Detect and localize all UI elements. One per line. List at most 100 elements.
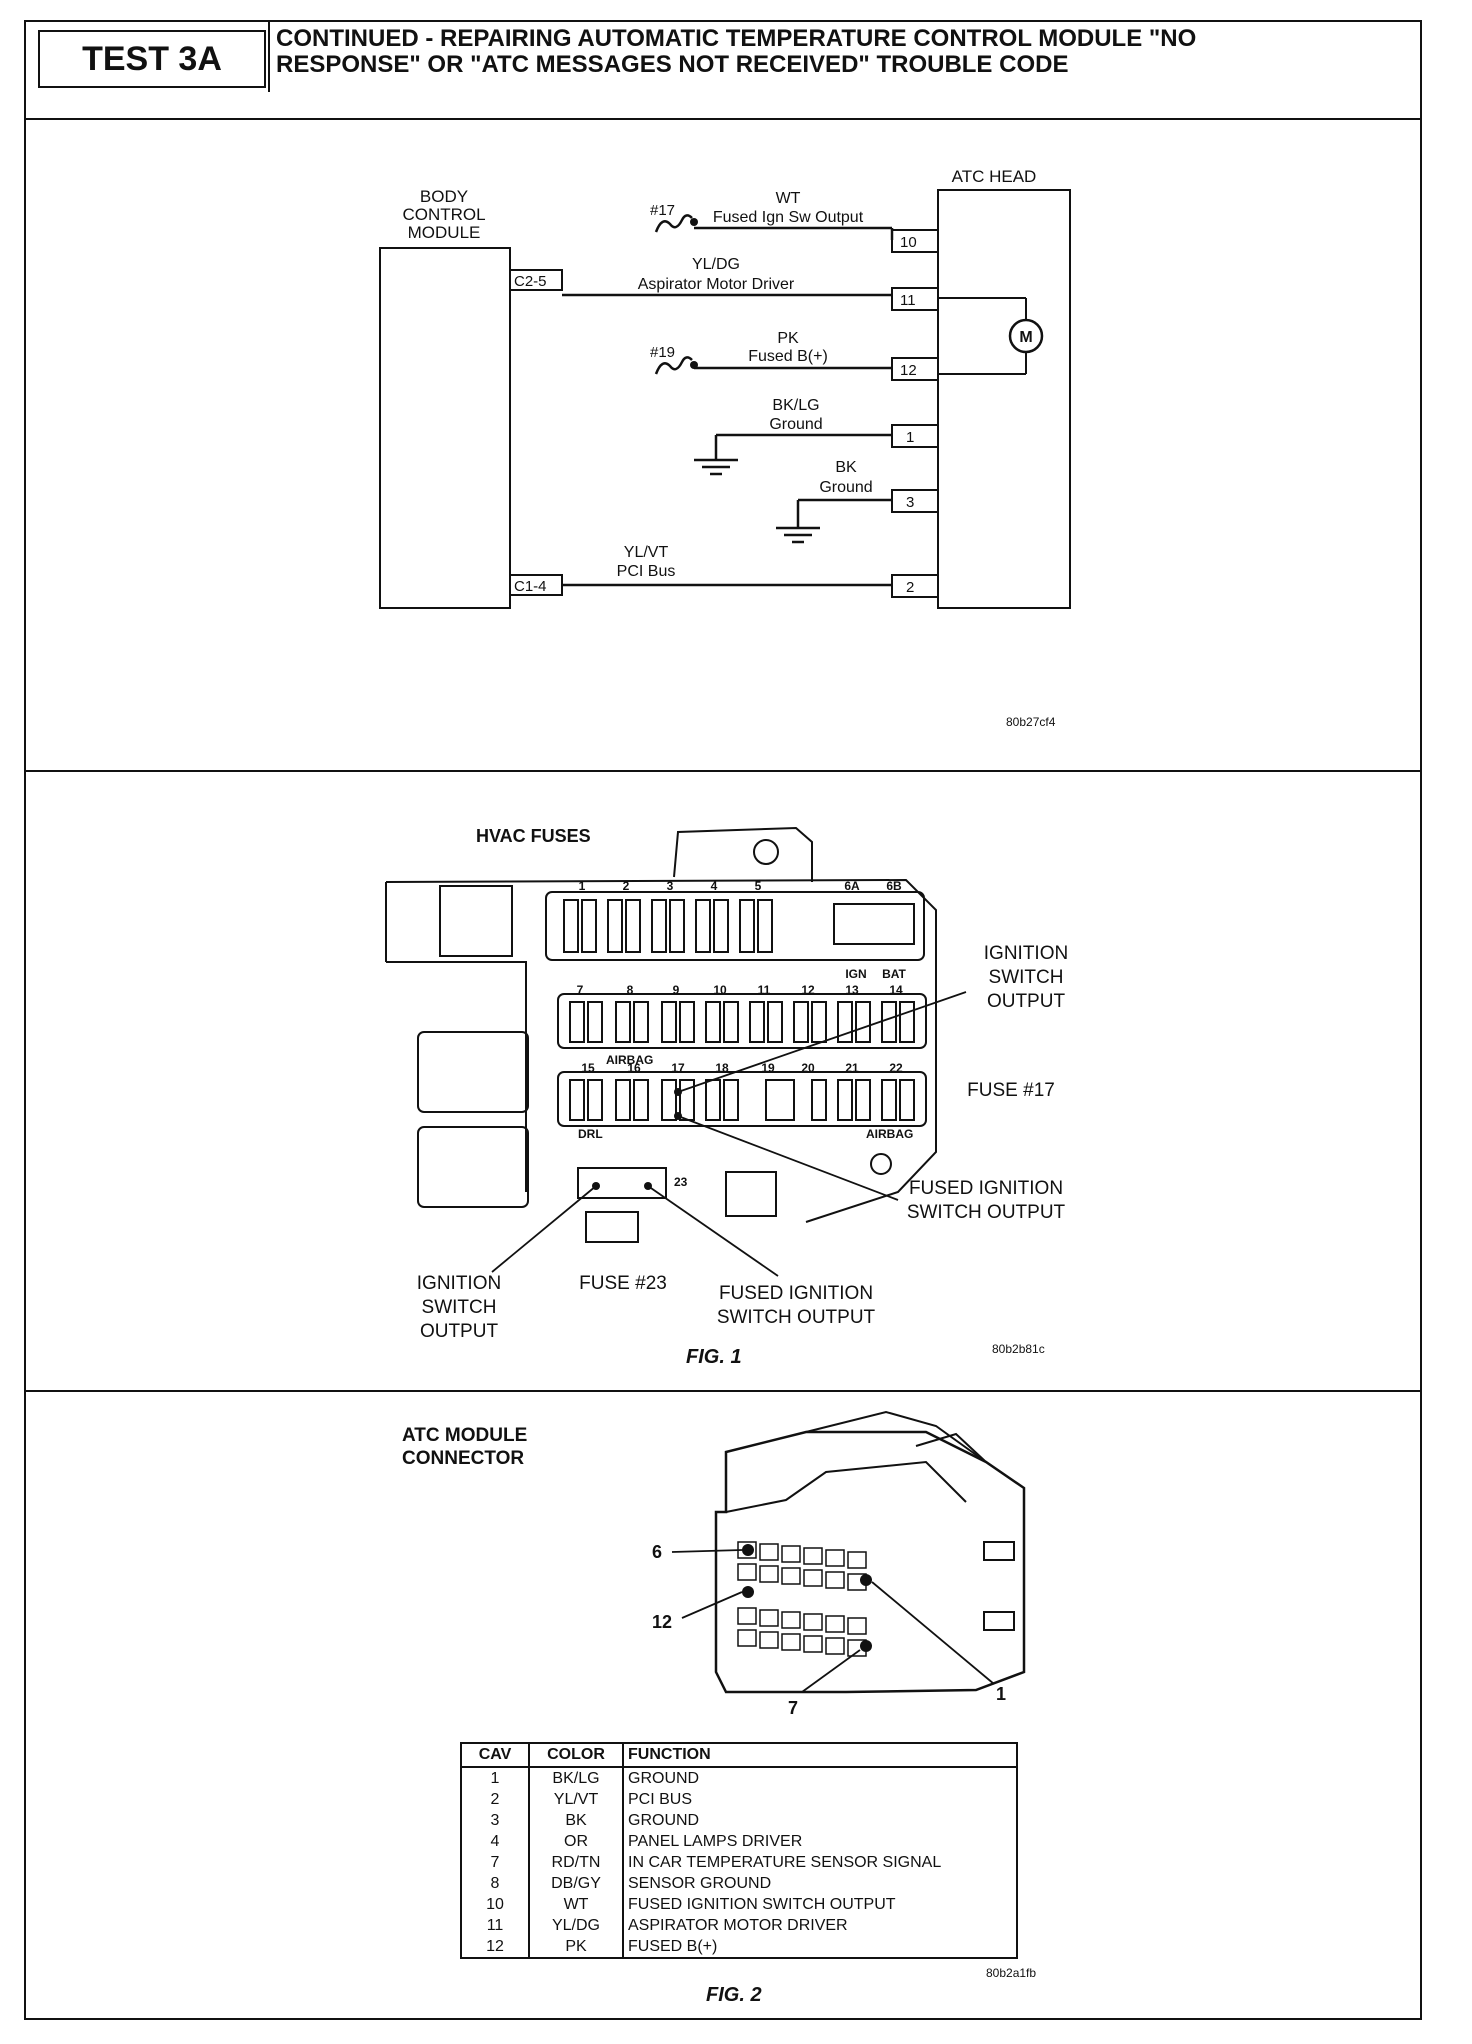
callout-ign-sw-left-1: IGNITION	[416, 1273, 502, 1294]
row2-num-12: 12	[801, 983, 815, 997]
maxi-fuse	[833, 903, 915, 945]
callout-ign-sw-right-3: OUTPUT	[986, 991, 1066, 1012]
atc-pin-3-box	[891, 489, 939, 513]
function-cell: GROUND	[628, 1812, 700, 1829]
pin-callout-7: 7	[788, 1698, 798, 1718]
row2-num-13: 13	[845, 983, 859, 997]
color-cell: WT	[529, 1894, 624, 1915]
bcm-pin-c2-5: C2-5	[514, 273, 547, 290]
pin-7-marker	[860, 1640, 872, 1652]
pin-callout-6: 6	[652, 1542, 662, 1562]
wire-10-color: WT	[776, 190, 801, 207]
connector-body	[714, 1430, 1026, 1694]
fuse-panel-outline	[385, 878, 937, 1223]
row2-fuses	[569, 1001, 915, 1043]
pin-6-marker	[742, 1544, 754, 1556]
color-cell: YL/DG	[529, 1915, 624, 1936]
wire-12-color: PK	[777, 330, 799, 347]
fuse-row-1	[545, 891, 925, 961]
bcm-box	[379, 247, 511, 609]
row3-num-19: 19	[761, 1061, 775, 1075]
header-bottom-rule	[26, 118, 1420, 120]
color-cell: OR	[529, 1831, 624, 1852]
row2-airbag: AIRBAG	[606, 1053, 653, 1067]
row1-big-6b: 6B	[886, 879, 902, 893]
atc-pin-2: 2	[906, 579, 914, 596]
callout-fuse-23: FUSE #23	[579, 1273, 667, 1294]
function-cell: GROUND	[628, 1770, 700, 1787]
fuse-row-2	[557, 993, 927, 1049]
atc-pin-10: 10	[900, 234, 917, 251]
cav-cell: 3	[461, 1810, 530, 1831]
atc-head-label: ATC HEAD	[952, 167, 1037, 186]
title-line-1: CONTINUED - REPAIRING AUTOMATIC TEMPERAT…	[276, 25, 1197, 52]
row3-num-21: 21	[845, 1061, 859, 1075]
leader-pin-6	[671, 1549, 743, 1553]
fuse-19-symbol	[654, 356, 693, 375]
row2-num-8: 8	[627, 983, 634, 997]
fig1-caption: FIG. 1	[686, 1346, 742, 1368]
pin-1-marker	[860, 1574, 872, 1586]
row1-big-6a: 6A	[844, 879, 860, 893]
callout-ign-sw-left-3: OUTPUT	[419, 1321, 499, 1342]
cav-cell: 1	[461, 1767, 530, 1789]
atc-connector-title-2: CONNECTOR	[402, 1448, 525, 1469]
row1-num-3: 3	[667, 879, 674, 893]
atc-pin-11: 11	[900, 292, 916, 309]
cav-cell: 4	[461, 1831, 530, 1852]
manual-page: TEST 3A CONTINUED - REPAIRING AUTOMATIC …	[24, 20, 1422, 2020]
cav-cell: 7	[461, 1852, 530, 1873]
function-cell: PANEL LAMPS DRIVER	[628, 1833, 803, 1850]
cav-cell: 11	[461, 1915, 530, 1936]
atc-pin-3: 3	[906, 494, 914, 511]
atc-pin-12: 12	[900, 362, 917, 379]
callout-ign-sw-right-2: SWITCH	[988, 967, 1064, 988]
connector-left-2	[417, 1126, 529, 1208]
atc-connector-title: ATC MODULE CONNECTOR	[402, 1424, 527, 1470]
row1-num-1: 1	[579, 879, 586, 893]
leader-pin-7	[801, 1649, 861, 1693]
connector-top-edge	[725, 1460, 967, 1513]
row3-drl: DRL	[578, 1127, 603, 1141]
cav-cell: 10	[461, 1894, 530, 1915]
atc-connector-drawing: 6 12 1 7	[652, 1410, 1026, 1718]
color-cell: PK	[529, 1936, 624, 1958]
callout-fused-ign-bottom: FUSED IGNITION SWITCH OUTPUT	[696, 1282, 896, 1330]
cavity-table-header: CAV COLOR FUNCTION	[461, 1743, 1017, 1768]
pin-12-marker	[742, 1586, 754, 1598]
fig2-caption: FIG. 2	[706, 1984, 762, 2006]
atc-pin-2-box	[891, 574, 939, 598]
row1-fuses	[563, 899, 773, 953]
relay-block	[439, 885, 513, 957]
bcm-label-line-2: CONTROL	[402, 205, 485, 224]
callout-fused-ign-right: FUSED IGNITION SWITCH OUTPUT	[886, 1177, 1086, 1225]
leader-pin-12	[681, 1591, 743, 1619]
rib-1	[983, 1541, 1015, 1561]
row2-num-10: 10	[713, 983, 727, 997]
color-cell: BK/LG	[529, 1767, 624, 1789]
callout-ign-sw-left-2: SWITCH	[421, 1297, 497, 1318]
header-color: COLOR	[529, 1743, 624, 1768]
function-cell: SENSOR GROUND	[628, 1875, 772, 1892]
panel-hole	[870, 1153, 892, 1175]
wire-3-color: BK	[835, 459, 857, 476]
callout-ign-sw-right-1: IGNITION	[983, 943, 1069, 964]
connector-latch-2	[915, 1432, 987, 1463]
fuse-23-num: 23	[674, 1175, 688, 1189]
page-title: CONTINUED - REPAIRING AUTOMATIC TEMPERAT…	[276, 26, 1416, 78]
hvac-fuses-title: HVAC FUSES	[476, 826, 591, 846]
panel-1-bottom-rule	[26, 770, 1420, 772]
function-cell: IN CAR TEMPERATURE SENSOR SIGNAL	[628, 1854, 942, 1871]
leader-pin-1	[871, 1581, 995, 1685]
callout-fused-ign-right-2: SWITCH OUTPUT	[906, 1202, 1066, 1223]
wire-2-color: YL/VT	[624, 544, 669, 561]
row1-num-5: 5	[755, 879, 762, 893]
cav-cell: 8	[461, 1873, 530, 1894]
color-cell: RD/TN	[529, 1852, 624, 1873]
atc-pin-1: 1	[906, 429, 914, 446]
